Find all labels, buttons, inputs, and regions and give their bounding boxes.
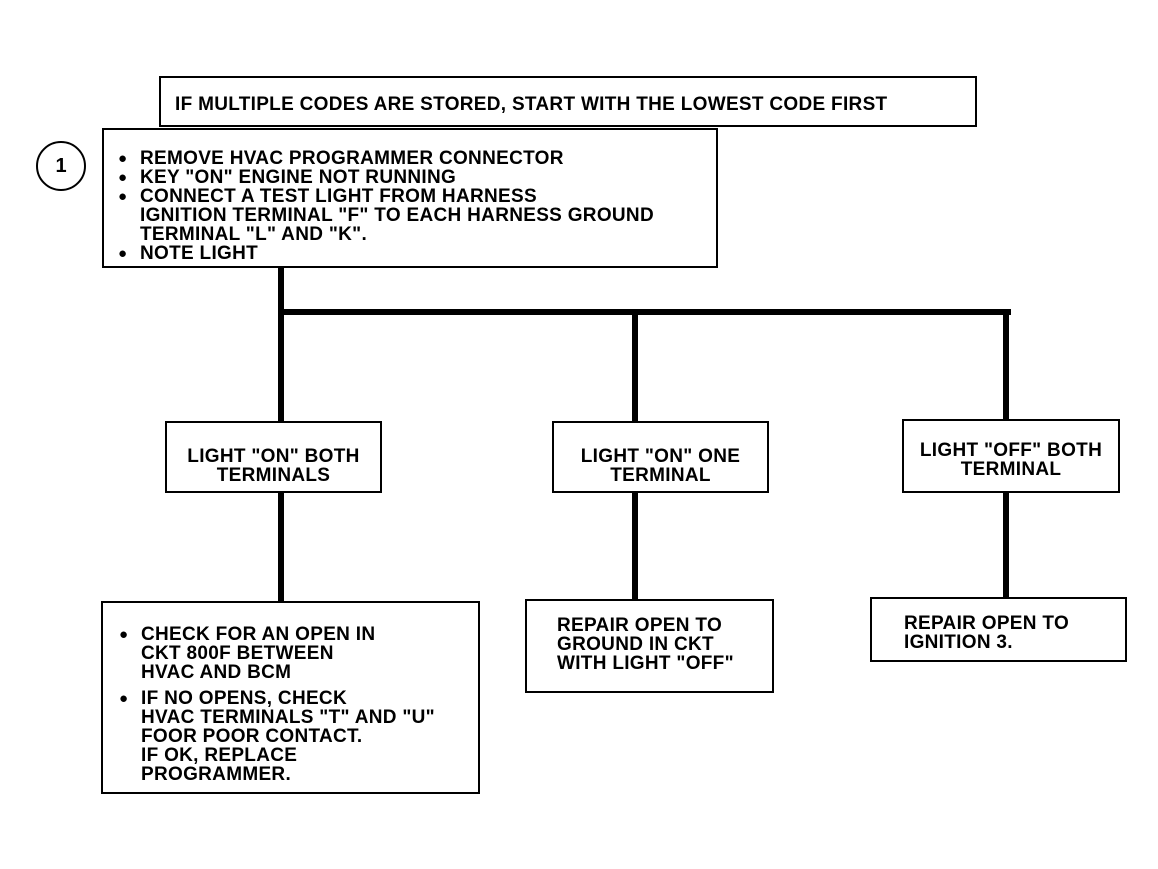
connector-branch-middle [632,309,638,423]
result-box-off-both: LIGHT "OFF" BOTH TERMINAL [902,419,1120,493]
header-note-text: IF MULTIPLE CODES ARE STORED, START WITH… [175,94,888,115]
step-number-circle: 1 [36,141,86,191]
step-item: CONNECT A TEST LIGHT FROM HARNESS IGNITI… [116,187,716,244]
connector-branch-left [278,309,284,423]
step-item: NOTE LIGHT [116,244,716,263]
action-item: IF NO OPENS, CHECK HVAC TERMINALS "T" AN… [117,689,478,784]
action-item: CHECK FOR AN OPEN IN CKT 800F BETWEEN HV… [117,625,478,682]
header-note-box: IF MULTIPLE CODES ARE STORED, START WITH… [159,76,977,127]
connector-result-right-down [1003,491,1009,599]
result-box-on-both: LIGHT "ON" BOTH TERMINALS [165,421,382,493]
result-box-on-one: LIGHT "ON" ONE TERMINAL [552,421,769,493]
connector-step-down [278,267,284,315]
action-box-check-open: CHECK FOR AN OPEN IN CKT 800F BETWEEN HV… [101,601,480,794]
action-box-repair-ignition: REPAIR OPEN TO IGNITION 3. [870,597,1127,662]
action-box-repair-ground: REPAIR OPEN TO GROUND IN CKT WITH LIGHT … [525,599,774,693]
connector-result-left-down [278,491,284,603]
connector-branch-right [1003,309,1009,433]
step-item: KEY "ON" ENGINE NOT RUNNING [116,168,716,187]
step-item: REMOVE HVAC PROGRAMMER CONNECTOR [116,149,716,168]
step-instructions-box: REMOVE HVAC PROGRAMMER CONNECTOR KEY "ON… [102,128,718,268]
connector-horizontal-bus [278,309,1011,315]
step-number: 1 [55,154,67,177]
connector-result-middle-down [632,491,638,601]
